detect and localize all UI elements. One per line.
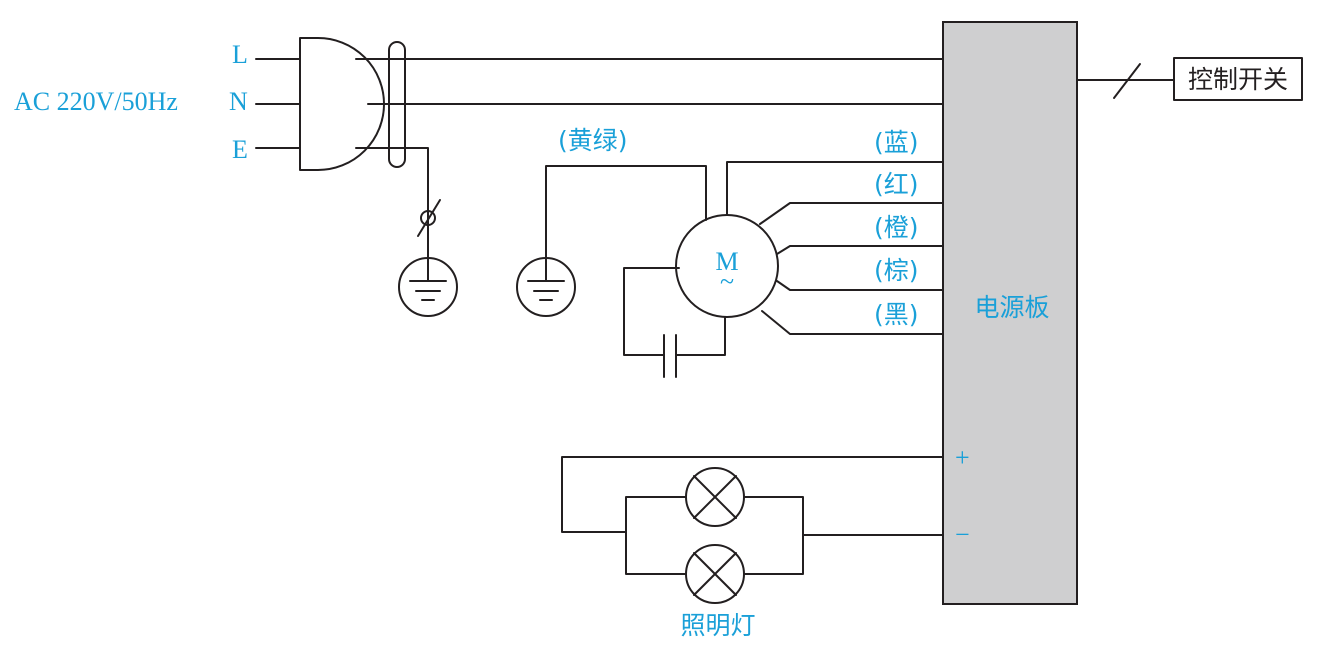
lamp-icon [685,467,745,527]
wire-color-blue: (蓝) [874,128,919,157]
motor-lead-black [761,310,944,335]
lamp-icon [685,544,745,604]
motor-symbol: M [715,247,738,276]
earth-wire [355,147,429,251]
break-symbol-icon [420,210,436,226]
motor-lead-red [759,202,944,225]
wire-color-brown: (棕) [874,256,919,285]
ground-symbol-icon [398,249,458,317]
lamp-parallel-right [743,496,804,575]
lighting-label: 照明灯 [680,611,755,640]
wire-color-red: (红) [874,170,919,199]
ground-wire-color-label: (黄绿) [558,126,628,155]
cable-bundle-icon [388,41,406,168]
motor-ground-wire [545,165,707,251]
lamp-parallel-left [625,496,687,575]
dc-minus-label: − [955,520,970,549]
capacitor-loop [623,267,726,378]
control-switch-box [1173,57,1303,101]
power-board [942,21,1078,605]
terminal-l-label: L [232,40,248,69]
switch-slash-icon [1113,63,1141,99]
motor-lead-orange [776,245,944,255]
supply-voltage-label: AC 220V/50Hz [14,87,178,116]
motor-lead-blue [726,161,944,216]
plug-leads [255,58,301,149]
terminal-n-label: N [229,87,248,116]
dc-plus-label: + [955,443,970,472]
motor-ground-symbol-icon [516,249,576,317]
lamp-wire-plus [561,456,944,533]
wire-color-black: (黑) [874,300,919,329]
terminal-e-label: E [232,135,248,164]
power-board-label: 电源板 [974,293,1049,322]
plug-icon [299,37,385,171]
wire-color-orange: (橙) [874,213,919,242]
motor-ac-mark: ~ [720,267,734,296]
control-switch-label: 控制开关 [1188,65,1288,94]
motor-lead-brown [776,280,944,291]
